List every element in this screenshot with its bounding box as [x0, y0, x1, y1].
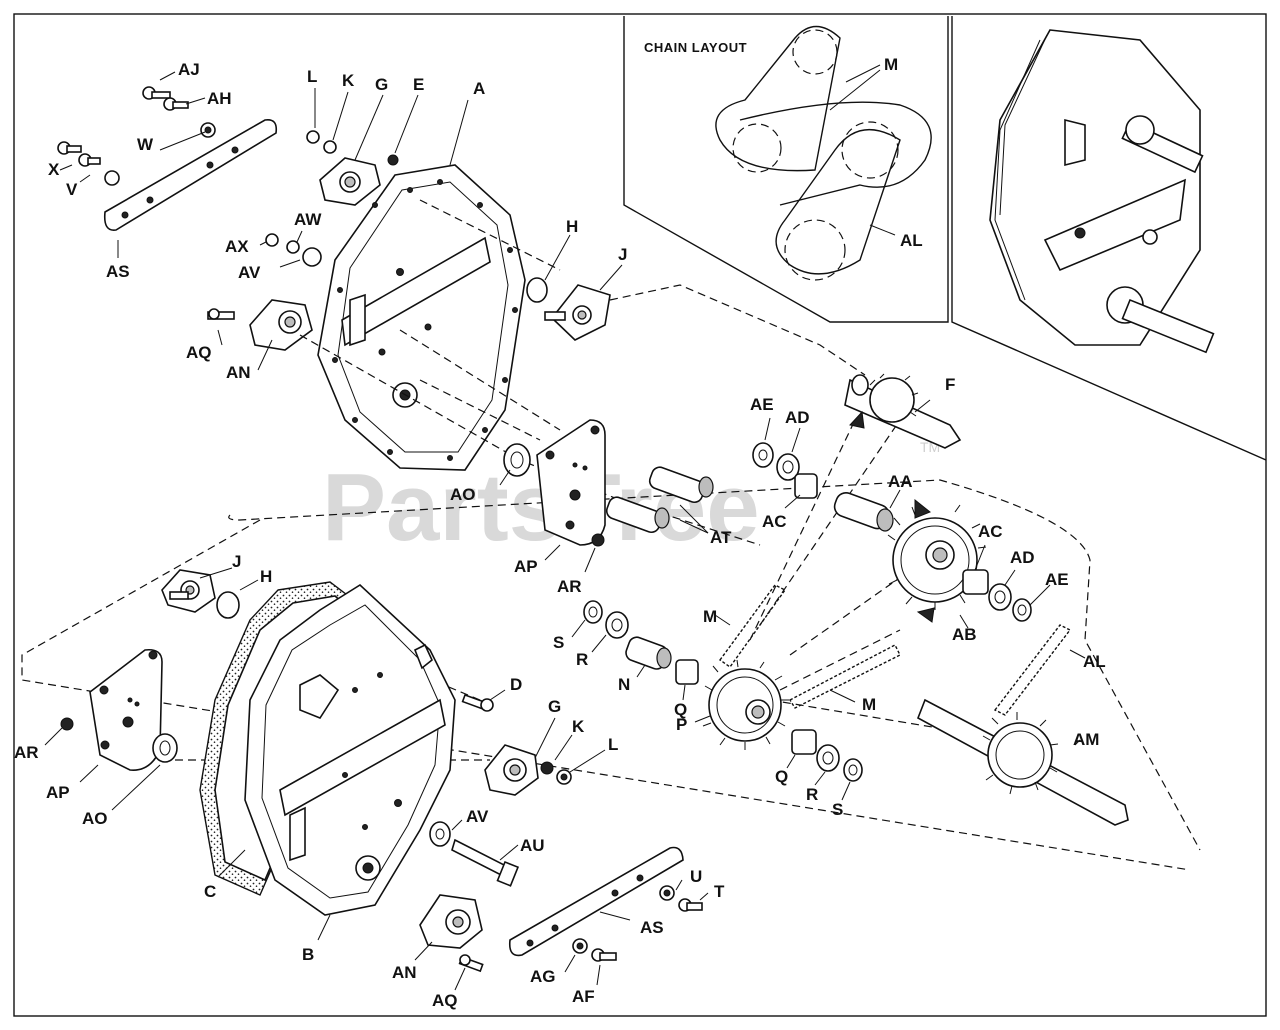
callout-aa: AA	[888, 472, 913, 491]
upper-small-parts	[259, 88, 419, 268]
callout-as-top: AS	[106, 262, 130, 281]
callout-af: AF	[572, 987, 595, 1006]
callout-av-top: AV	[238, 263, 261, 282]
callout-k-bot: K	[572, 717, 585, 736]
callout-aq-top: AQ	[186, 343, 212, 362]
chain-layout-inset: CHAIN LAYOUT M AL	[623, 16, 949, 323]
callout-q-top: Q	[674, 700, 687, 719]
callout-k-top: K	[342, 71, 355, 90]
callout-m-mid: M	[703, 607, 717, 626]
upper-left-hardware	[57, 71, 278, 258]
callout-s-top: S	[553, 633, 564, 652]
callout-labels: AJ AH W X V AS L K G E A AX AW AV H J AQ…	[14, 60, 1106, 1010]
callout-b: B	[302, 945, 314, 964]
callout-j-top: J	[618, 245, 627, 264]
diagram-frame	[13, 13, 1267, 1017]
callout-as-bot: AS	[640, 918, 664, 937]
callout-a: A	[473, 79, 485, 98]
callout-g-bot: G	[548, 697, 561, 716]
callout-q-bot: Q	[775, 767, 788, 786]
svg-text:CHAIN LAYOUT: CHAIN LAYOUT	[644, 40, 747, 55]
callout-am: AM	[1073, 730, 1099, 749]
callout-d: D	[510, 675, 522, 694]
callout-v: V	[66, 180, 78, 199]
callout-aj: AJ	[178, 60, 200, 79]
callout-ar-top: AR	[557, 577, 582, 596]
callout-p: P	[676, 715, 687, 734]
shaft-f-assembly	[844, 373, 962, 449]
callout-ac-right: AC	[978, 522, 1003, 541]
callout-aq-bot: AQ	[432, 991, 458, 1010]
callout-ar-bot: AR	[14, 743, 39, 762]
callout-ad-right: AD	[1010, 548, 1035, 567]
lower-left-plate	[44, 648, 178, 811]
shaft-am-assembly	[786, 624, 1129, 826]
callout-l-bot: L	[608, 735, 618, 754]
callout-ap-top: AP	[514, 557, 538, 576]
lower-bolt-au	[429, 819, 520, 887]
callout-n: N	[618, 675, 630, 694]
callout-ae-top: AE	[750, 395, 774, 414]
callout-f: F	[945, 375, 955, 394]
assembled-view-inset	[951, 16, 1267, 461]
assembly-leader-lines	[21, 199, 1201, 871]
sprocket-ab	[887, 504, 1051, 629]
callout-ah: AH	[207, 89, 232, 108]
callout-w: W	[137, 135, 154, 154]
lower-bracket-an	[414, 894, 484, 991]
chains-and-sprocket-p	[694, 584, 901, 750]
lower-housing-b	[199, 581, 456, 941]
callout-ad-top: AD	[785, 408, 810, 427]
middle-spacers	[571, 600, 699, 701]
callout-u: U	[690, 867, 702, 886]
callout-an-top: AN	[226, 363, 251, 382]
callout-h-top: H	[566, 217, 578, 236]
callout-aw: AW	[294, 210, 322, 229]
callout-m-bot: M	[862, 695, 876, 714]
svg-text:M: M	[884, 55, 898, 74]
upper-spacers	[752, 417, 931, 532]
callout-j-bot: J	[232, 552, 241, 571]
lower-small-parts	[461, 689, 606, 796]
callout-ap-bot: AP	[46, 783, 70, 802]
upper-bearing-j	[526, 234, 623, 341]
callout-r-bot: R	[806, 785, 818, 804]
callout-ao-bot: AO	[82, 809, 108, 828]
callout-h-bot: H	[260, 567, 272, 586]
callout-x: X	[48, 160, 60, 179]
callout-au: AU	[520, 836, 545, 855]
callout-ag: AG	[530, 967, 556, 986]
upper-bracket-an	[207, 299, 313, 371]
callout-r-top: R	[576, 650, 588, 669]
callout-al: AL	[1083, 652, 1106, 671]
lower-bearing-j	[161, 567, 259, 619]
callout-av-bot: AV	[466, 807, 489, 826]
callout-ax: AX	[225, 237, 249, 256]
upper-housing-a	[317, 99, 526, 471]
callout-ae-right: AE	[1045, 570, 1069, 589]
callout-e: E	[413, 75, 424, 94]
callout-l-top: L	[307, 67, 317, 86]
callout-t: T	[714, 882, 725, 901]
callout-ab: AB	[952, 625, 977, 644]
svg-text:AL: AL	[900, 231, 923, 250]
callout-ac-top: AC	[762, 512, 787, 531]
callout-g-top: G	[375, 75, 388, 94]
callout-at: AT	[710, 528, 732, 547]
center-parts	[499, 419, 714, 573]
lower-bar-as	[508, 846, 709, 986]
callout-an-bot: AN	[392, 963, 417, 982]
callout-ao-top: AO	[450, 485, 476, 504]
callout-s-bot: S	[832, 800, 843, 819]
callout-c: C	[204, 882, 216, 901]
